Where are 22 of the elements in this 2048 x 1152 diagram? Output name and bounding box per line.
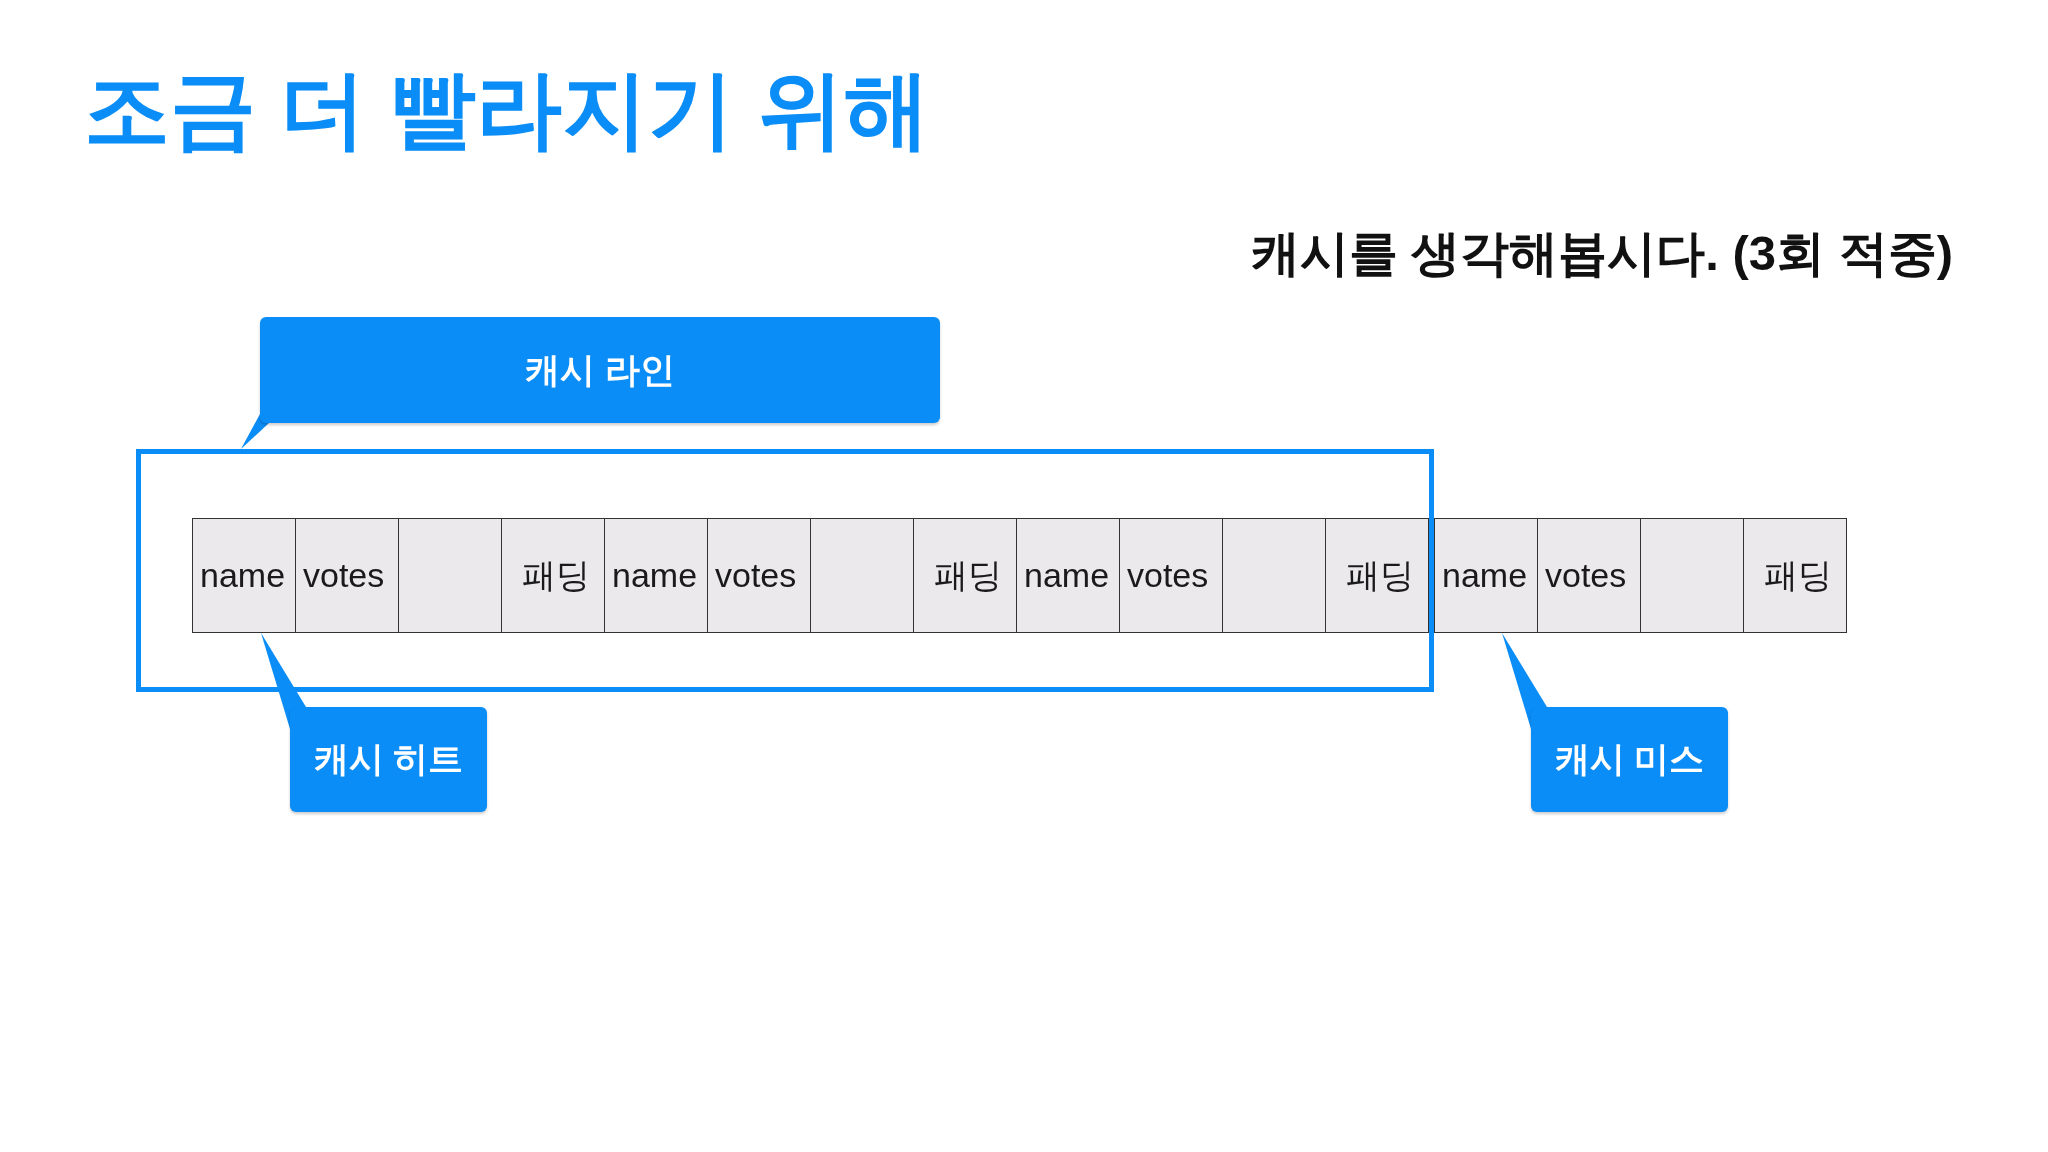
callout-bubble: 캐시 히트 — [290, 707, 487, 812]
memory-slot: name — [1016, 518, 1120, 633]
memory-slot — [1222, 518, 1326, 633]
memory-slot: votes — [1537, 518, 1641, 633]
memory-slot: 패딩 — [1325, 518, 1429, 633]
memory-slot: name — [604, 518, 708, 633]
memory-slot: name — [1434, 518, 1538, 633]
memory-slot: 패딩 — [913, 518, 1017, 633]
memory-slot: 패딩 — [501, 518, 605, 633]
memory-slot: name — [192, 518, 296, 633]
memory-slot — [398, 518, 502, 633]
callout-bubble: 캐시 미스 — [1531, 707, 1728, 812]
memory-slot: 패딩 — [1743, 518, 1847, 633]
memory-slot: votes — [295, 518, 399, 633]
memory-slot — [1640, 518, 1744, 633]
callout-bubble: 캐시 라인 — [260, 317, 940, 423]
slide-title: 조금 더 빨라지기 위해 — [84, 60, 930, 159]
memory-slot: votes — [707, 518, 811, 633]
subtitle-text: 캐시를 생각해봅시다. (3회 적중) — [1250, 225, 1953, 282]
memory-slot: votes — [1119, 518, 1223, 633]
memory-slot — [810, 518, 914, 633]
cache-line-frame — [136, 449, 1434, 692]
